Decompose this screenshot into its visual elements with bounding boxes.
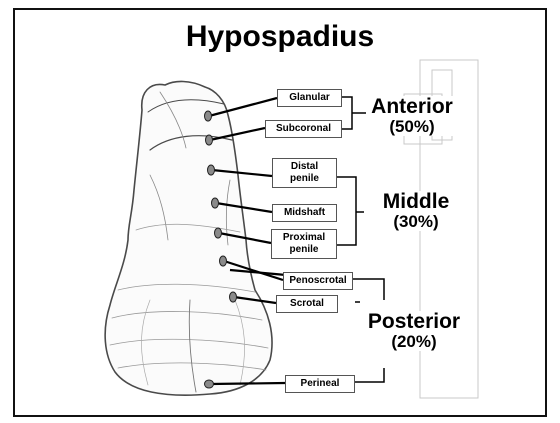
group-posterior-percent: (20%) — [362, 333, 466, 351]
group-middle-name: Middle — [370, 191, 462, 213]
label-distal-penile: Distal penile — [272, 158, 337, 188]
marker-scrotal — [230, 292, 237, 302]
marker-distal-penile — [208, 165, 215, 175]
group-posterior: Posterior (20%) — [362, 311, 466, 351]
group-anterior-name: Anterior — [366, 96, 458, 118]
label-glanular: Glanular — [277, 89, 342, 107]
marker-perineal — [205, 380, 214, 388]
group-middle-percent: (30%) — [370, 213, 462, 231]
group-anterior-percent: (50%) — [366, 118, 458, 136]
group-middle: Middle (30%) — [370, 191, 462, 231]
group-posterior-name: Posterior — [362, 311, 466, 333]
label-perineal: Perineal — [285, 375, 355, 393]
label-penoscrotal: Penoscrotal — [283, 272, 353, 290]
label-proximal-penile: Proximal penile — [271, 229, 337, 259]
label-midshaft: Midshaft — [272, 204, 337, 222]
slide-title: Hypospadius — [0, 22, 560, 52]
label-scrotal: Scrotal — [276, 295, 338, 313]
marker-glanular — [205, 111, 212, 121]
marker-subcoronal — [206, 135, 213, 145]
label-subcoronal: Subcoronal — [265, 120, 342, 138]
marker-midshaft — [212, 198, 219, 208]
group-anterior: Anterior (50%) — [366, 96, 458, 136]
marker-penoscrotal — [220, 256, 227, 266]
marker-proximal-penile — [215, 228, 222, 238]
